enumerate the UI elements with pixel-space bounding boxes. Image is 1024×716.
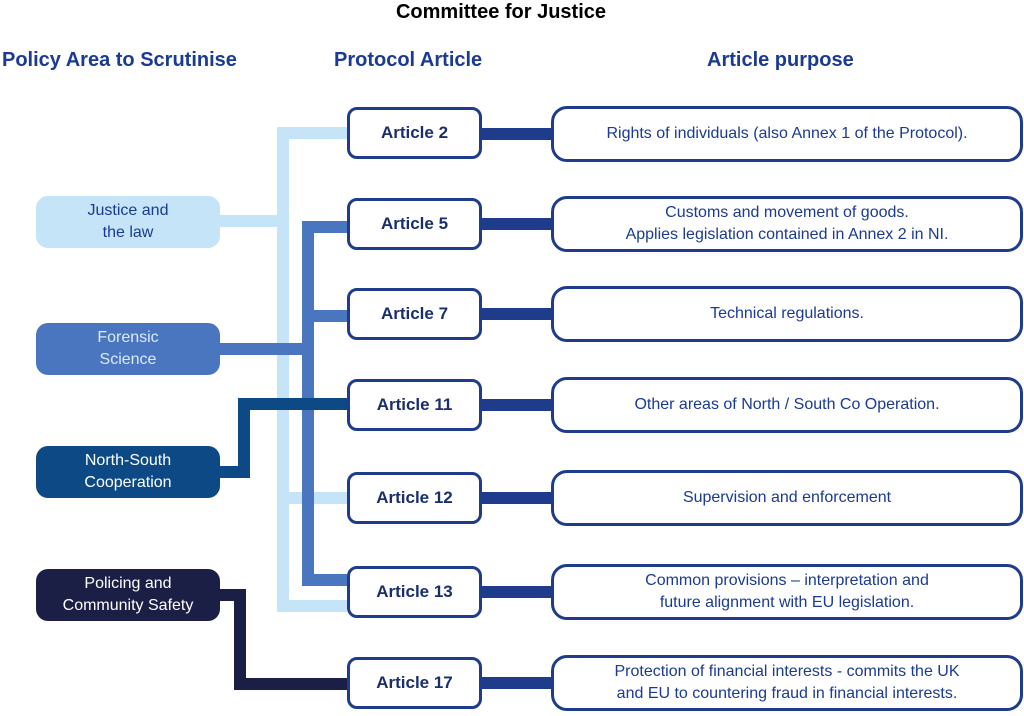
purpose-text-line: Rights of individuals (also Annex 1 of t… bbox=[606, 125, 968, 142]
policy-label-line: Justice and bbox=[87, 202, 169, 219]
policy-label-line: Forensic bbox=[97, 329, 159, 346]
purpose-article-5: Customs and movement of goods. Applies l… bbox=[551, 196, 1023, 252]
article-2-box: Article 2 bbox=[347, 107, 482, 159]
article-13-box: Article 13 bbox=[347, 566, 482, 618]
policy-label-line: North-South bbox=[84, 452, 172, 469]
policy-column-header: Policy Area to Scrutinise bbox=[2, 49, 237, 71]
purpose-text-line: Technical regulations. bbox=[710, 305, 864, 322]
policy-label-line: Community Safety bbox=[62, 597, 194, 614]
purpose-article-13: Common provisions – interpretation and f… bbox=[551, 564, 1023, 620]
purpose-text-line: Supervision and enforcement bbox=[682, 489, 892, 506]
policing-connector bbox=[220, 589, 347, 690]
article-12-box: Article 12 bbox=[347, 472, 482, 524]
article-purpose-links bbox=[482, 128, 551, 689]
article-17-box: Article 17 bbox=[347, 657, 482, 709]
article-7-box: Article 7 bbox=[347, 288, 482, 340]
policy-label-line: Policing and bbox=[84, 575, 172, 592]
purpose-text-line: Protection of financial interests - comm… bbox=[614, 663, 960, 680]
article-5-box: Article 5 bbox=[347, 198, 482, 250]
purpose-text-line: Customs and movement of goods. bbox=[665, 204, 909, 221]
north-south-connector bbox=[220, 398, 347, 478]
justice-connector bbox=[220, 127, 347, 612]
article-column-header: Protocol Article bbox=[334, 49, 483, 71]
policy-justice-and-the-law: Justice and the law bbox=[36, 196, 220, 248]
purpose-text-line: Common provisions – interpretation and bbox=[645, 572, 929, 589]
policy-label-line: the law bbox=[102, 224, 154, 241]
article-11-box: Article 11 bbox=[347, 379, 482, 431]
purpose-article-2: Rights of individuals (also Annex 1 of t… bbox=[551, 106, 1023, 162]
purpose-article-12: Supervision and enforcement bbox=[551, 470, 1023, 526]
purpose-column-header: Article purpose bbox=[707, 49, 854, 71]
diagram-title: Committee for Justice bbox=[395, 1, 607, 23]
purpose-text-line: future alignment with EU legislation. bbox=[659, 594, 915, 611]
purpose-text-line: Applies legislation contained in Annex 2… bbox=[625, 226, 949, 243]
purpose-article-7: Technical regulations. bbox=[551, 286, 1023, 342]
policy-label-line: Cooperation bbox=[84, 474, 172, 491]
purpose-article-17: Protection of financial interests - comm… bbox=[551, 655, 1023, 711]
purpose-article-11: Other areas of North / South Co Operatio… bbox=[551, 377, 1023, 433]
policy-label-line: Science bbox=[99, 351, 157, 368]
purpose-text-line: and EU to countering fraud in financial … bbox=[616, 685, 958, 702]
purpose-text-line: Other areas of North / South Co Operatio… bbox=[634, 396, 940, 413]
